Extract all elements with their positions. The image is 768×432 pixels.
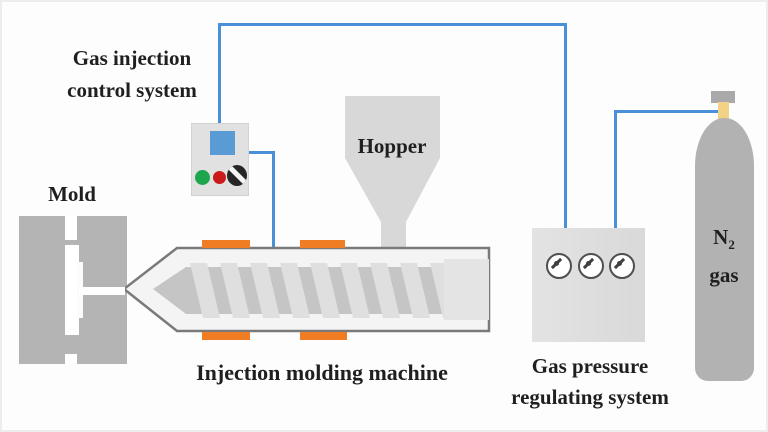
green-indicator-icon [195,170,210,185]
mold-part-cavity [77,262,83,318]
gauge-hub [617,261,622,266]
rotary-knob-icon [227,165,247,186]
gas-pressure-regulating-label: Gas pressure regulating system [480,351,700,413]
pipe-control-to-barrel-horizontal [249,151,275,154]
mold-top-parting-slot [65,216,77,240]
knob-slash [227,165,247,186]
nitrogen-cylinder [695,118,754,381]
red-indicator-icon [213,171,226,184]
barrel-body [121,246,491,333]
display-screen-icon [210,131,235,155]
gas-pressure-regulator-unit [532,228,645,342]
pipe-cylinder-horizontal [614,110,718,113]
gauge-hub [586,261,591,266]
pipe-control-box-top-vertical [218,23,221,123]
heater-band-top-2 [300,240,345,248]
gas-pressure-label-line1: Gas pressure [531,354,649,378]
barrel-end-block [444,259,489,320]
pipe-regulator-left-vertical [564,23,567,228]
injection-molding-machine-label: Injection molding machine [196,360,448,385]
gas-injection-control-label: Gas injection control system [30,42,234,106]
mold-label: Mold [48,182,96,206]
n2-gas-word: gas [709,263,739,288]
mold-cavity-channel [65,245,79,335]
heater-band-top-1 [202,240,250,248]
screw-flight [400,263,430,318]
pressure-gauge-icon [578,253,604,279]
hopper-funnel [345,96,440,249]
screw-flight [190,263,220,318]
n2-symbol: N2 [713,225,735,253]
heater-band-bottom-1 [202,332,250,340]
mold-block [19,216,127,364]
pressure-gauge-icon [546,253,572,279]
pipe-control-to-barrel-vertical [272,151,275,248]
heater-band-bottom-2 [300,332,347,340]
gas-injection-control-label-line1: Gas injection [72,46,192,70]
screw-flight [370,263,400,318]
n2-gas-label: N2 gas [684,222,764,291]
pipe-top-horizontal [218,23,567,26]
hopper-label: Hopper [357,134,427,158]
screw-flight [310,263,340,318]
gas-pressure-label-line2: regulating system [511,385,669,409]
screw-flight [250,263,280,318]
screw-flight [280,263,310,318]
mold-bottom-parting-slot [65,354,77,364]
cylinder-valve-neck [718,102,729,120]
screw-flight [220,263,250,318]
screw-shaft [153,267,444,314]
pressure-gauge-icon [609,253,635,279]
cylinder-valve-cap [711,91,735,103]
screw-flight [430,263,460,318]
gas-injection-control-label-line2: control system [67,78,197,102]
pipe-regulator-right-vertical [614,110,617,228]
screw-flight [340,263,370,318]
gas-injection-control-unit [191,123,249,196]
gauge-hub [554,261,559,266]
